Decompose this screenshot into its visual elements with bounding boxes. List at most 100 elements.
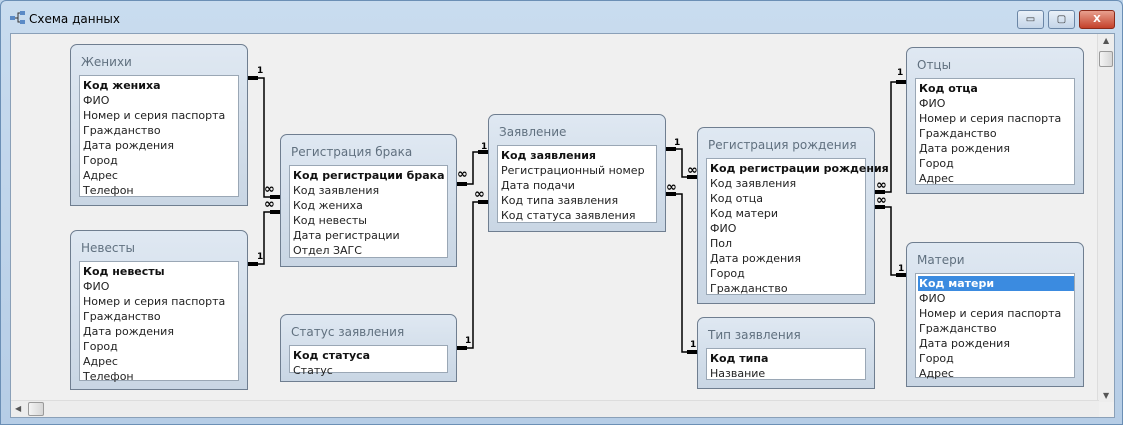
cardinality-one-label: 1 (257, 66, 264, 76)
table-title[interactable]: Женихи (81, 55, 132, 69)
field-item[interactable]: Код матери (710, 207, 778, 220)
maximize-button[interactable]: ▢ (1048, 10, 1075, 29)
table-title[interactable]: Матери (917, 253, 965, 267)
field-item[interactable]: Код заявления (710, 177, 797, 190)
window-title: Схема данных (29, 12, 121, 26)
field-item[interactable]: Город (83, 340, 118, 353)
field-item[interactable]: Дата рождения (83, 139, 174, 152)
field-item[interactable]: ФИО (710, 222, 737, 235)
field-item[interactable]: Гражданство (83, 124, 161, 137)
field-item[interactable]: Дата регистрации (293, 229, 400, 242)
field-item[interactable]: ФИО (919, 292, 946, 305)
table-title[interactable]: Отцы (917, 58, 952, 72)
minimize-button[interactable]: ▭ (1017, 10, 1044, 29)
field-item[interactable]: Гражданство (83, 310, 161, 323)
field-item[interactable]: Название (710, 367, 766, 380)
table-title[interactable]: Тип заявления (708, 328, 801, 342)
table-title[interactable]: Регистрация брака (291, 145, 413, 159)
primary-key-field[interactable]: Код регистрации брака (293, 169, 445, 182)
cardinality-one-label: 1 (897, 68, 904, 78)
scroll-down-icon[interactable]: ▼ (1103, 391, 1110, 400)
field-item[interactable]: ФИО (83, 94, 110, 107)
primary-key-field[interactable]: Код статуса (293, 349, 371, 362)
primary-key-field[interactable]: Код невесты (83, 265, 165, 278)
cardinality-one-label: 1 (257, 252, 264, 262)
horizontal-scrollbar[interactable]: ◀ (11, 400, 1099, 417)
field-item[interactable]: Код отца (710, 192, 764, 205)
field-item[interactable]: Дата рождения (919, 337, 1010, 350)
field-item[interactable]: Гражданство (710, 282, 788, 295)
vertical-scroll-thumb[interactable] (1099, 51, 1113, 67)
field-item[interactable]: Адрес (919, 367, 954, 380)
field-item[interactable]: Дата рождения (710, 252, 801, 265)
field-item[interactable]: Отдел ЗАГС (293, 244, 362, 257)
field-item[interactable]: Адрес (919, 172, 954, 185)
field-item[interactable]: ФИО (83, 280, 110, 293)
table-title[interactable]: Статус заявления (291, 325, 405, 339)
field-item[interactable]: Номер и серия паспорта (919, 307, 1062, 320)
field-item[interactable]: Номер и серия паспорта (83, 295, 226, 308)
field-item[interactable]: Регистрационный номер (501, 164, 645, 177)
field-item[interactable]: Дата подачи (501, 179, 575, 192)
horizontal-scroll-thumb[interactable] (28, 402, 44, 416)
field-item[interactable]: Адрес (83, 355, 118, 368)
primary-key-field[interactable]: Код отца (919, 82, 978, 95)
field-item[interactable]: Код заявления (293, 184, 380, 197)
primary-key-field[interactable]: Код жениха (83, 79, 161, 92)
field-item[interactable]: Код типа заявления (501, 194, 619, 207)
field-item[interactable]: Пол (710, 237, 733, 250)
cardinality-many-label: ∞ (876, 178, 887, 193)
field-item[interactable]: Дата рождения (83, 325, 174, 338)
close-button[interactable]: X (1079, 10, 1115, 29)
primary-key-field[interactable]: Код регистрации рождения (710, 162, 889, 175)
field-item[interactable]: Город (919, 352, 954, 365)
scroll-left-icon[interactable]: ◀ (15, 404, 22, 413)
primary-key-field[interactable]: Код матери (918, 276, 1074, 291)
field-item[interactable]: Телефон (83, 184, 134, 197)
primary-key-field[interactable]: Код типа (710, 352, 769, 365)
scroll-up-icon[interactable]: ▲ (1103, 36, 1110, 45)
field-item[interactable]: Адрес (83, 169, 118, 182)
field-item[interactable]: Номер и серия паспорта (919, 112, 1062, 125)
field-item[interactable]: Город (710, 267, 745, 280)
vertical-scrollbar[interactable]: ▲ ▼ (1097, 34, 1114, 402)
table-title[interactable]: Невесты (81, 241, 135, 255)
primary-key-field[interactable]: Код заявления (501, 149, 596, 162)
field-item[interactable]: Код жениха (293, 199, 363, 212)
cardinality-many-label: ∞ (876, 193, 887, 208)
field-item[interactable]: Дата рождения (919, 142, 1010, 155)
table-title[interactable]: Регистрация рождения (708, 138, 857, 152)
table-title[interactable]: Заявление (499, 125, 567, 139)
field-item[interactable]: Код невесты (293, 214, 367, 227)
field-item[interactable]: Гражданство (919, 127, 997, 140)
field-item[interactable]: Город (83, 154, 118, 167)
cardinality-many-label: ∞ (666, 180, 677, 195)
field-item[interactable]: Код статуса заявления (501, 209, 636, 222)
field-item[interactable]: Город (919, 157, 954, 170)
field-item[interactable]: Телефон (83, 370, 134, 383)
field-item[interactable]: ФИО (919, 97, 946, 110)
field-item[interactable]: Статус (293, 364, 333, 377)
field-item[interactable]: Гражданство (919, 322, 997, 335)
field-item[interactable]: Номер и серия паспорта (83, 109, 226, 122)
